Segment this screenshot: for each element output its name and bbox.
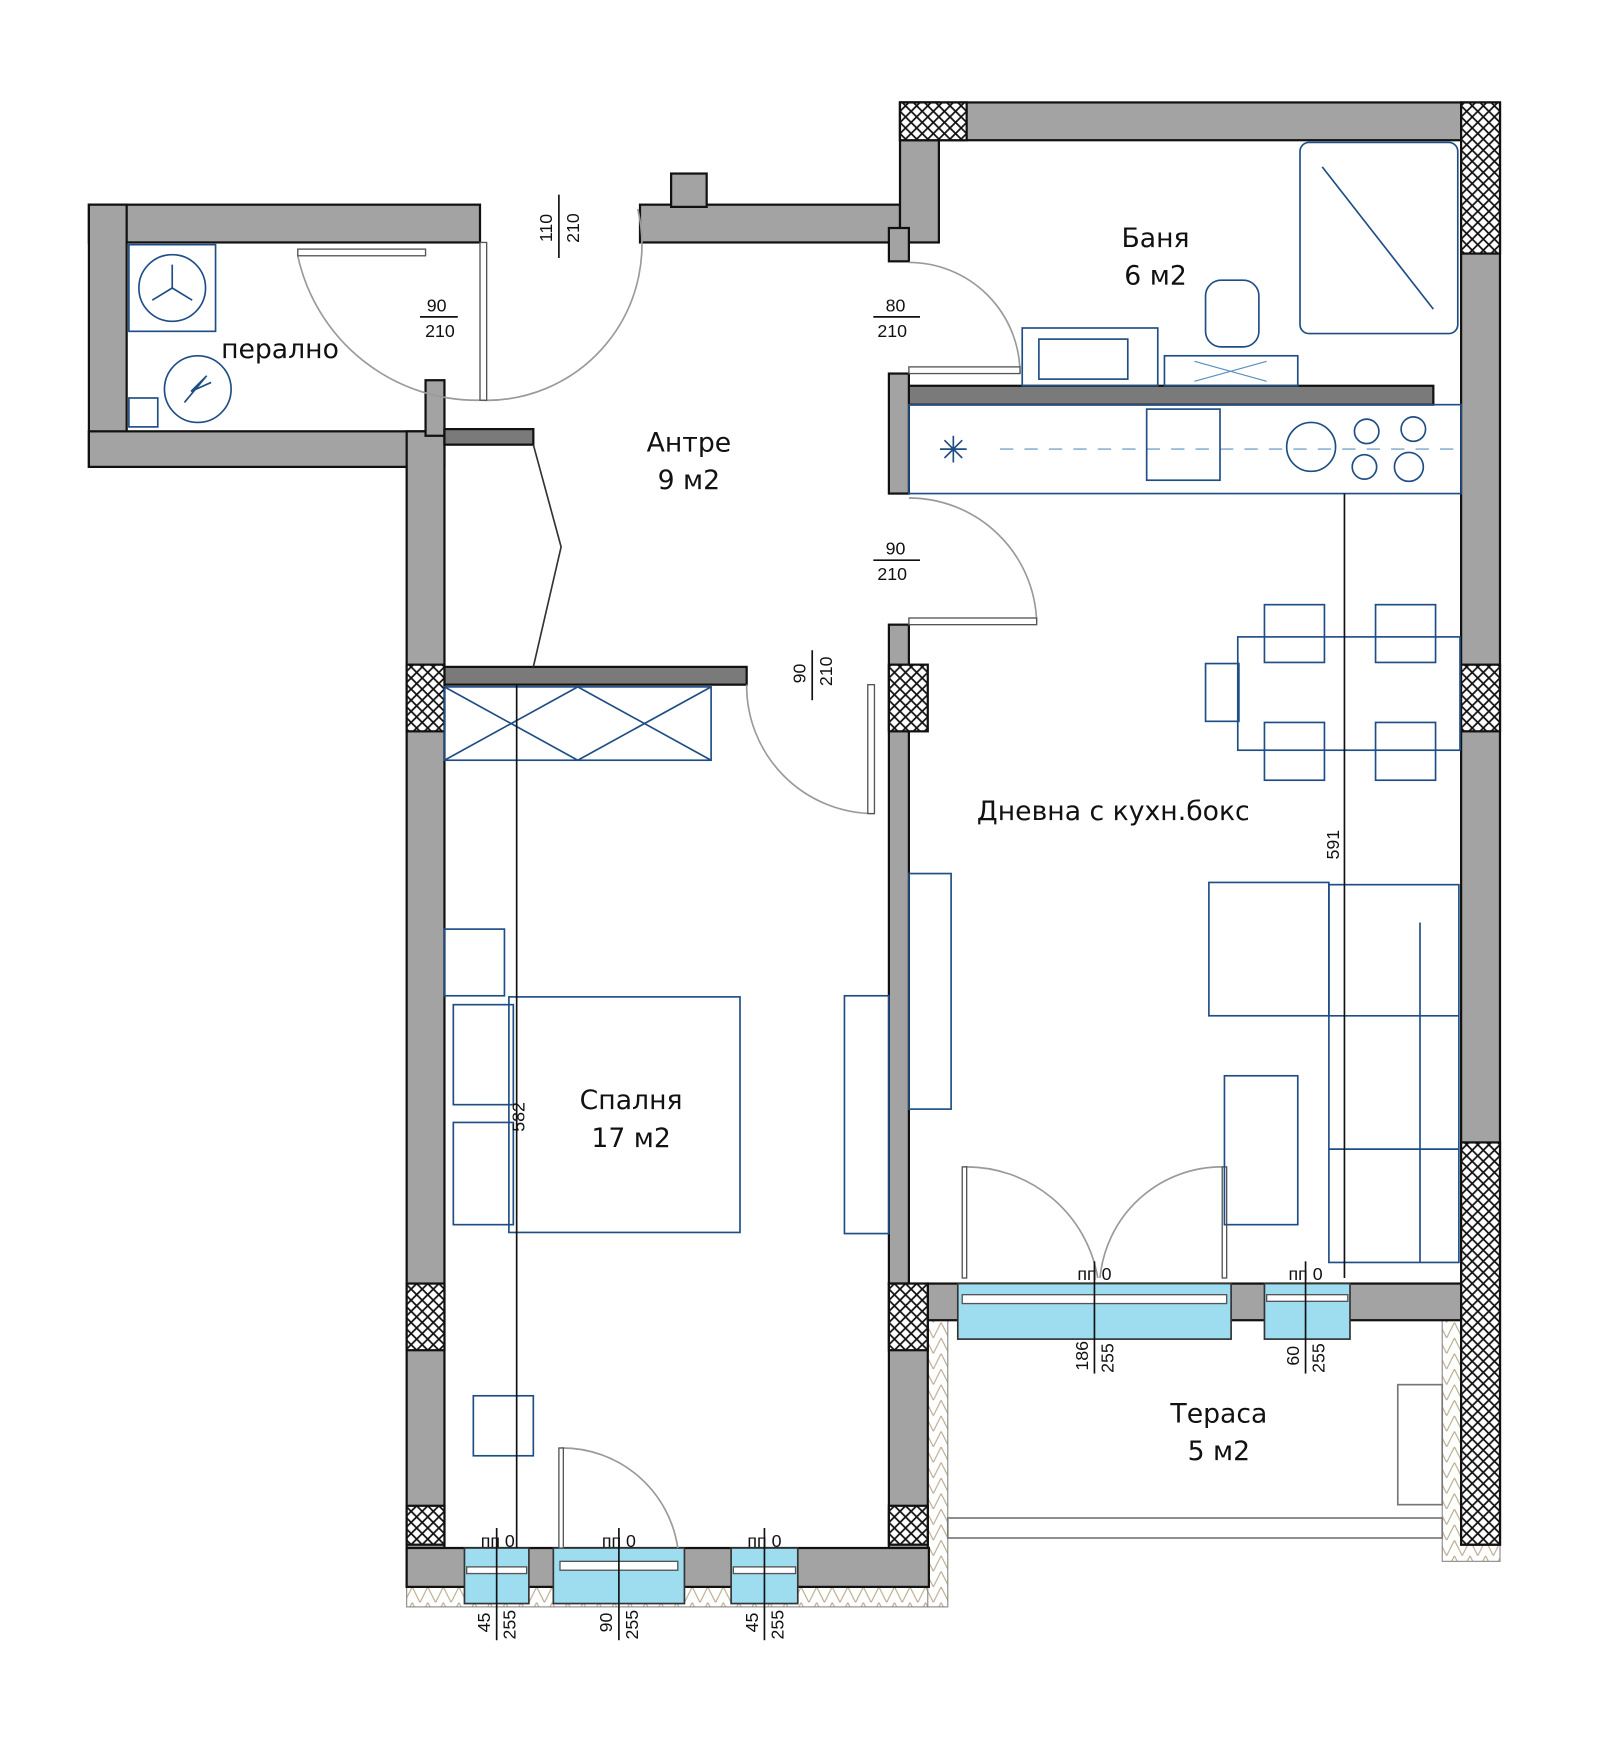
terrace-railing [946,1517,1444,1539]
terrace-storage [1396,1383,1444,1506]
boiler-icon [163,354,232,424]
room-laundry-name: перално [221,334,339,365]
hob-icon [1285,421,1337,473]
living-depth-dimension: 591 [1323,830,1343,860]
door-width: 90 [790,664,810,684]
window-width: 45 [474,1612,494,1632]
room-labels: перално Антре 9 м2 Баня 6 м2 Дневна с ку… [221,223,1267,1467]
dimension-lines: 591 582 [508,493,1346,1548]
structural-columns [405,101,1502,1546]
kitchen-counter [908,403,1462,495]
door-width: 110 [536,214,556,242]
wardrobe [443,686,712,762]
room-terrace-name: Тераса [1169,1398,1267,1429]
door-labels: 90 210 110 210 80 210 90 210 90 210 [420,194,920,701]
room-bathroom-area: 6 м2 [1124,261,1187,292]
sink-icon [1021,327,1159,387]
toilet-icon [1204,279,1260,348]
furniture [128,141,1462,1506]
window-height: 255 [767,1610,787,1640]
washing-machine-icon [128,243,217,333]
door-height: 210 [877,564,907,584]
tv-unit-bedroom [843,994,890,1235]
window-height: 255 [500,1610,520,1640]
window-height: 255 [1308,1343,1328,1373]
window-sill: пп 0 [481,1531,515,1551]
window-labels: пп 0 45 255 пп 0 90 255 пп 0 45 255 пп 0… [474,1261,1328,1641]
tv-unit-living [908,872,952,1110]
room-bedroom-name: Спалня [580,1085,683,1116]
room-terrace-area: 5 м2 [1188,1436,1251,1467]
door-width: 90 [427,295,447,315]
door-width: 80 [886,295,906,315]
shower-icon [1299,141,1459,335]
walls [87,101,1502,1589]
room-hall-name: Антре [647,427,732,458]
room-bathroom-name: Баня [1122,223,1190,254]
door-height: 210 [877,321,907,341]
window-width: 45 [742,1612,762,1632]
door-width: 90 [886,539,906,559]
window-width: 186 [1072,1341,1092,1371]
door-height: 210 [563,213,583,243]
window-width: 90 [596,1612,616,1632]
room-living-name: Дневна с кухн.бокс [977,796,1250,827]
coffee-table [1223,1074,1299,1226]
door-height: 210 [816,656,836,686]
doors [296,208,1228,1549]
room-bedroom-area: 17 м2 [591,1123,670,1154]
dining-table [1236,636,1461,752]
window-width: 60 [1283,1346,1303,1366]
window-height: 255 [622,1610,642,1640]
bed [508,996,741,1234]
armchair [1208,881,1330,1017]
bedroom-depth-dimension: 582 [508,1102,528,1132]
door-height: 210 [425,321,455,341]
sofa [1328,883,1460,1264]
window-height: 255 [1097,1343,1117,1373]
room-hall-area: 9 м2 [658,465,721,496]
